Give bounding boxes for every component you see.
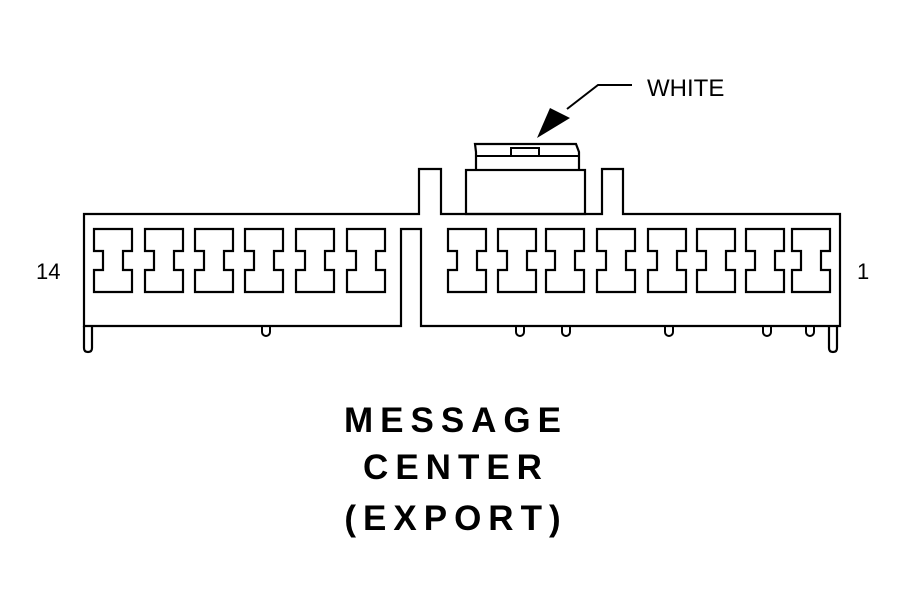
mounting-pegs [261, 326, 815, 337]
mounting-peg [261, 326, 271, 337]
cavity-11 [243, 227, 285, 294]
color-leader [537, 84, 632, 138]
cavity-14 [92, 227, 134, 294]
cavity-10 [294, 227, 336, 294]
connector-name-line-2: CENTER [363, 448, 549, 487]
cavity-8 [446, 227, 488, 294]
end-legs [82, 326, 839, 354]
color-label: WHITE [647, 75, 724, 102]
cavity-7 [496, 227, 538, 294]
cavity-4 [646, 227, 688, 294]
cavity-1 [790, 227, 832, 294]
cavity-3 [695, 227, 737, 294]
cavity-6 [544, 227, 586, 294]
pin-14-label: 14 [36, 259, 60, 284]
cavity-row [92, 227, 832, 294]
cavity-12 [193, 227, 235, 294]
mounting-peg [762, 326, 772, 337]
mounting-peg [561, 326, 571, 337]
connector-body [82, 167, 842, 328]
cavity-9 [345, 227, 387, 294]
cavity-13 [143, 227, 185, 294]
lock-housing [464, 142, 587, 216]
mounting-peg [515, 326, 525, 337]
cavity-2 [744, 227, 786, 294]
pin-1-label: 1 [857, 259, 869, 284]
leader-arrowhead [537, 108, 570, 138]
connector-name-line-3: (EXPORT) [344, 499, 567, 538]
connector-name-line-1: MESSAGE [344, 401, 568, 440]
cavity-5 [595, 227, 637, 294]
mounting-peg [664, 326, 674, 337]
mounting-peg [805, 326, 815, 337]
